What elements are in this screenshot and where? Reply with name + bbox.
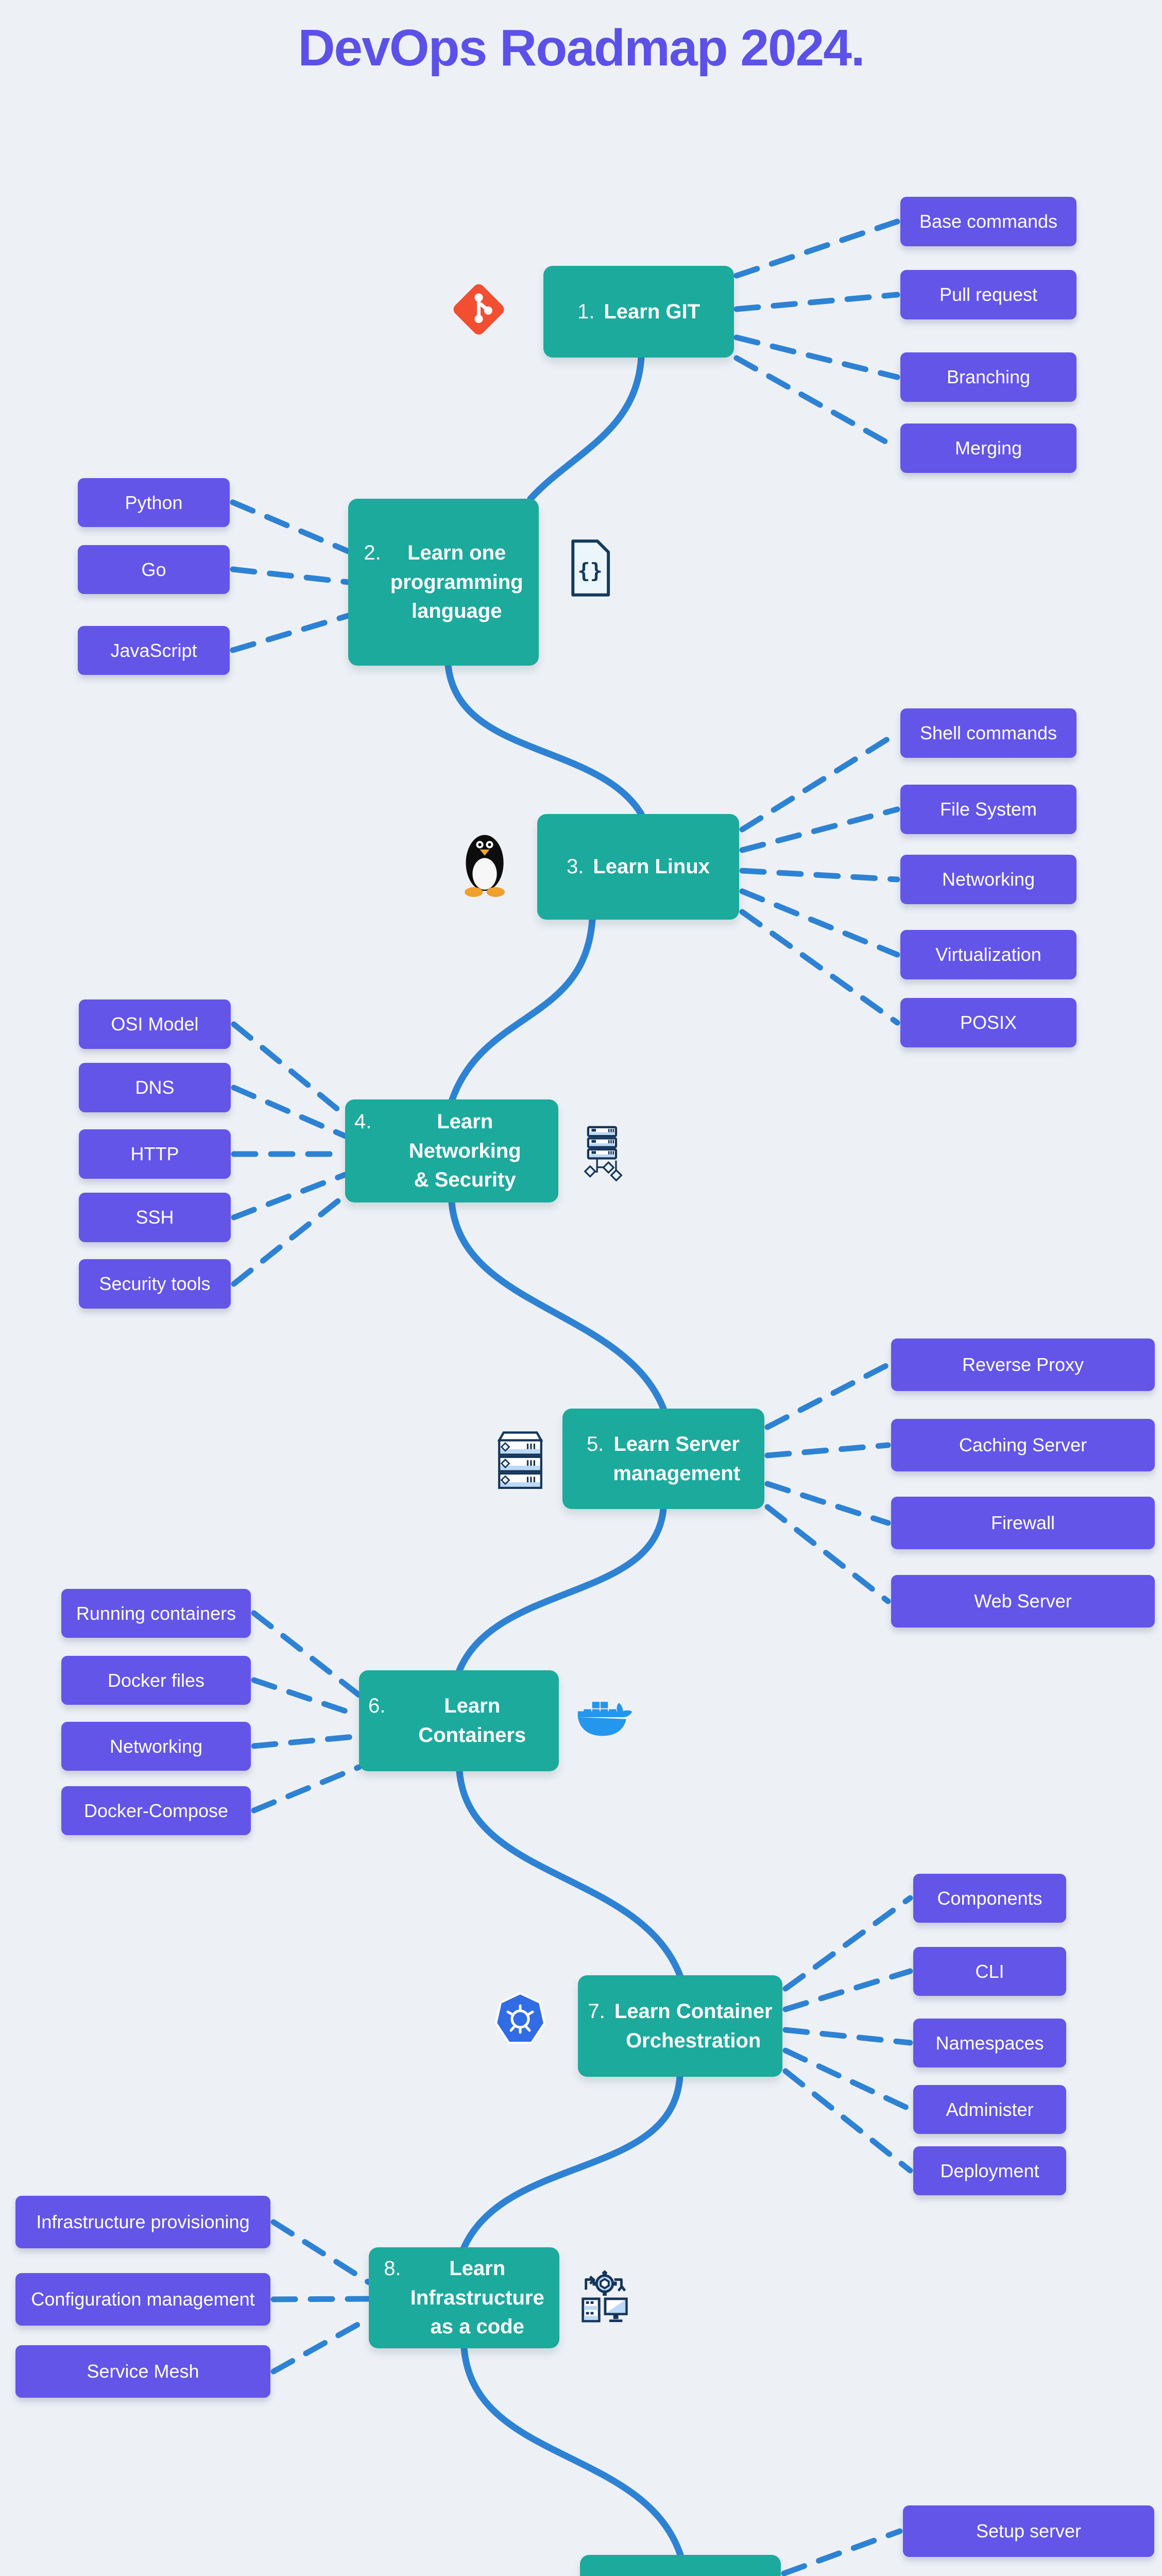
- iac-gear-icon: [577, 2267, 633, 2328]
- node-learn-networking-security: 4. Learn Networking & Security: [345, 1099, 558, 1202]
- topic-configuration-management: Configuration management: [15, 2273, 270, 2326]
- node-label: Learn Linux: [593, 855, 710, 878]
- node-label: Learn one programming language: [390, 541, 523, 623]
- node-number: 6.: [368, 1694, 386, 1718]
- topic-deployment: Deployment: [913, 2146, 1066, 2195]
- node-number: 3.: [566, 855, 584, 878]
- topic-infrastructure-provisioning: Infrastructure provisioning: [15, 2196, 270, 2248]
- node-learn-containers: 6. Learn Containers: [359, 1670, 559, 1771]
- page-title: DevOps Roadmap 2024.: [298, 19, 865, 77]
- node-number: 7.: [588, 1999, 605, 2023]
- topic-go: Go: [78, 545, 230, 594]
- topic-caching-server: Caching Server: [891, 1419, 1155, 1471]
- node-learn-cicd: 9.Learn CI/CD: [580, 2555, 781, 2576]
- node-label: Learn Networking & Security: [408, 1110, 521, 1192]
- topic-base-commands: Base commands: [900, 197, 1076, 246]
- linux-tux-icon: [454, 824, 515, 899]
- topic-components: Components: [913, 1874, 1066, 1923]
- topic-firewall: Firewall: [891, 1497, 1155, 1549]
- topic-running-containers: Running containers: [61, 1589, 251, 1638]
- topic-namespaces: Namespaces: [913, 2019, 1066, 2067]
- topic-http: HTTP: [79, 1129, 231, 1179]
- node-learn-git: 1. Learn GIT: [543, 266, 734, 358]
- topic-service-mesh: Service Mesh: [15, 2345, 270, 2398]
- topic-setup-server: Setup server: [903, 2505, 1154, 2557]
- node-learn-server-management: 5. Learn Server management: [562, 1409, 764, 1509]
- node-label: Learn Server management: [613, 1432, 741, 1485]
- topic-javascript: JavaScript: [78, 626, 230, 675]
- topic-networking-linux: Networking: [900, 855, 1076, 904]
- server-stack-icon: [492, 1428, 549, 1489]
- topic-ssh: SSH: [79, 1193, 231, 1242]
- topic-file-system: File System: [900, 785, 1076, 834]
- topic-reverse-proxy: Reverse Proxy: [891, 1338, 1155, 1391]
- topic-web-server: Web Server: [891, 1575, 1155, 1628]
- topic-security-tools: Security tools: [79, 1259, 231, 1309]
- topic-posix: POSIX: [900, 998, 1076, 1047]
- topic-dns: DNS: [79, 1063, 231, 1112]
- node-number: 5.: [586, 1432, 604, 1455]
- topic-administer: Administer: [913, 2085, 1066, 2134]
- kubernetes-icon: [494, 1991, 546, 2048]
- topic-shell-commands: Shell commands: [900, 708, 1076, 758]
- topic-docker-compose: Docker-Compose: [61, 1786, 251, 1835]
- node-learn-container-orchestration: 7. Learn Container Orchestration: [578, 1975, 782, 2077]
- topic-docker-files: Docker files: [61, 1656, 251, 1705]
- svg-text:{}: {}: [577, 559, 603, 583]
- node-label: Learn Containers: [418, 1694, 526, 1747]
- node-number: 8.: [384, 2257, 401, 2280]
- topic-virtualization: Virtualization: [900, 930, 1076, 979]
- network-server-icon: [575, 1123, 630, 1182]
- topic-cli: CLI: [913, 1947, 1066, 1996]
- node-learn-programming-language: 2. Learn one programming language: [348, 499, 539, 666]
- topic-osi-model: OSI Model: [79, 999, 231, 1049]
- git-icon: [449, 277, 508, 342]
- topic-python: Python: [78, 478, 230, 527]
- node-label: Learn Infrastructure as a code: [410, 2257, 544, 2338]
- node-learn-linux: 3. Learn Linux: [537, 814, 739, 920]
- topic-branching: Branching: [900, 352, 1076, 402]
- topic-merging: Merging: [900, 423, 1076, 473]
- node-number: 2.: [364, 541, 381, 564]
- node-learn-infrastructure-as-code: 8. Learn Infrastructure as a code: [369, 2247, 559, 2348]
- docker-whale-icon: [576, 1691, 635, 1742]
- topic-networking-containers: Networking: [61, 1722, 251, 1771]
- code-file-icon: {}: [566, 536, 614, 600]
- node-number: 1.: [577, 300, 595, 323]
- node-number: 4.: [354, 1110, 372, 1133]
- node-label: Learn GIT: [604, 300, 700, 323]
- topic-pull-request: Pull request: [900, 270, 1076, 319]
- node-label: Learn Container Orchestration: [614, 1999, 773, 2052]
